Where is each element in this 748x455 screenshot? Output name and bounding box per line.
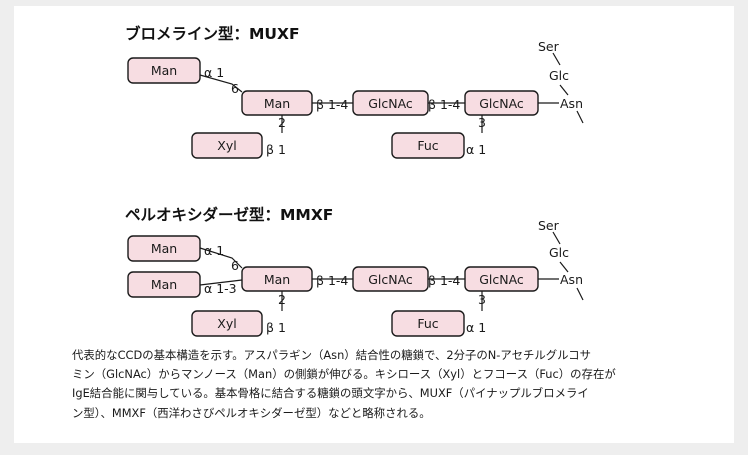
mmxf-ser-label: Ser: [538, 218, 560, 233]
muxf-man1-pos: 6: [231, 81, 239, 96]
muxf-fuc-box: [391, 132, 465, 159]
muxf-glcnac-b14: β 1-4: [428, 97, 460, 112]
muxf-ser-bond: [552, 52, 561, 66]
muxf-xyl-beta: β 1: [266, 142, 286, 157]
mmxf-fuc-box: [391, 310, 465, 337]
muxf-asn-label: Asn: [560, 96, 583, 111]
muxf-fuc-label: Fuc: [417, 138, 438, 153]
muxf-glc-label: Glc: [549, 68, 569, 83]
muxf-glcnac2-label: GlcNAc: [479, 96, 524, 111]
muxf-fuc-pos: 3: [478, 115, 486, 130]
figure-card: ブロメライン型：MUXF Man Man GlcNAc GlcNAc Xyl F…: [14, 6, 734, 443]
mmxf-man-core-box: [241, 266, 313, 292]
muxf-title: ブロメライン型：MUXF: [125, 24, 300, 43]
caption-line: ン型）、MMXF（西洋わさびペルオキシダーゼ型）などと略称される。: [72, 405, 431, 420]
mmxf-man1-link: [199, 247, 243, 269]
mmxf-man1-box: [127, 235, 201, 262]
mmxf-man2-alpha: α 1-3: [204, 281, 237, 296]
muxf-man1-link: [199, 74, 243, 93]
mmxf-glcnac2-label: GlcNAc: [479, 272, 524, 287]
mmxf-xyl-label: Xyl: [217, 316, 236, 331]
caption-line: IgE結合能に関与している。基本骨格に結合する糖鎖の頭文字から、MUXF（パイナ…: [72, 386, 589, 401]
mmxf-xyl-pos: 2: [278, 292, 286, 307]
mmxf-asn-label: Asn: [560, 272, 583, 287]
figure-caption: 代表的なCCDの基本構造を示す。アスパラギン（Asn）結合性の糖鎖で、2分子のN…: [72, 346, 722, 423]
muxf-man1-label: Man: [151, 63, 177, 78]
mmxf-glc-label: Glc: [549, 245, 569, 260]
muxf-xyl-label: Xyl: [217, 138, 236, 153]
mmxf-glcnac-b14: β 1-4: [428, 273, 460, 288]
muxf-glc-bond: [559, 84, 569, 96]
mmxf-core-b14: β 1-4: [316, 273, 348, 288]
muxf-glcnac2-box: [464, 90, 539, 116]
mmxf-asn-bond: [576, 287, 584, 301]
mmxf-glc-bond: [559, 261, 569, 273]
muxf-ser-label: Ser: [538, 39, 560, 54]
muxf-fuc-alpha: α 1: [466, 142, 486, 157]
mmxf-ser-bond: [552, 231, 561, 245]
muxf-asn-bond: [576, 110, 584, 124]
mmxf-man-core-label: Man: [264, 272, 290, 287]
muxf-glcnac1-box: [352, 90, 429, 116]
mmxf-glcnac1-label: GlcNAc: [368, 272, 413, 287]
muxf-xyl-box: [191, 132, 263, 159]
mmxf-glcnac2-box: [464, 266, 539, 292]
mmxf-fuc-alpha: α 1: [466, 320, 486, 335]
muxf-core-b14: β 1-4: [316, 97, 348, 112]
mmxf-man2-box: [127, 271, 201, 298]
mmxf-diagram: ペルオキシダーゼ型：MMXF Man Man Man GlcNAc GlcNAc…: [125, 205, 584, 337]
mmxf-fuc-pos: 3: [478, 292, 486, 307]
muxf-man1-alpha: α 1: [204, 65, 224, 80]
mmxf-man1-label: Man: [151, 241, 177, 256]
mmxf-xyl-box: [191, 310, 263, 337]
muxf-man1-box: [127, 57, 201, 84]
mmxf-man2-label: Man: [151, 277, 177, 292]
mmxf-man1-pos: 6: [231, 258, 239, 273]
muxf-man-core-box: [241, 90, 313, 116]
glycan-diagram: ブロメライン型：MUXF Man Man GlcNAc GlcNAc Xyl F…: [125, 24, 584, 337]
muxf-xyl-pos: 2: [278, 115, 286, 130]
mmxf-title: ペルオキシダーゼ型：MMXF: [125, 205, 333, 224]
muxf-man-core-label: Man: [264, 96, 290, 111]
mmxf-man1-alpha: α 1: [204, 243, 224, 258]
mmxf-man2-link: [199, 279, 243, 286]
mmxf-xyl-beta: β 1: [266, 320, 286, 335]
mmxf-fuc-label: Fuc: [417, 316, 438, 331]
caption-line: 代表的なCCDの基本構造を示す。アスパラギン（Asn）結合性の糖鎖で、2分子のN…: [72, 348, 592, 362]
muxf-glcnac1-label: GlcNAc: [368, 96, 413, 111]
mmxf-glcnac1-box: [352, 266, 429, 292]
caption-line: ミン（GlcNAc）からマンノース（Man）の側鎖が伸びる。キシロース（Xyl）…: [72, 367, 616, 382]
muxf-diagram: ブロメライン型：MUXF Man Man GlcNAc GlcNAc Xyl F…: [125, 24, 584, 159]
